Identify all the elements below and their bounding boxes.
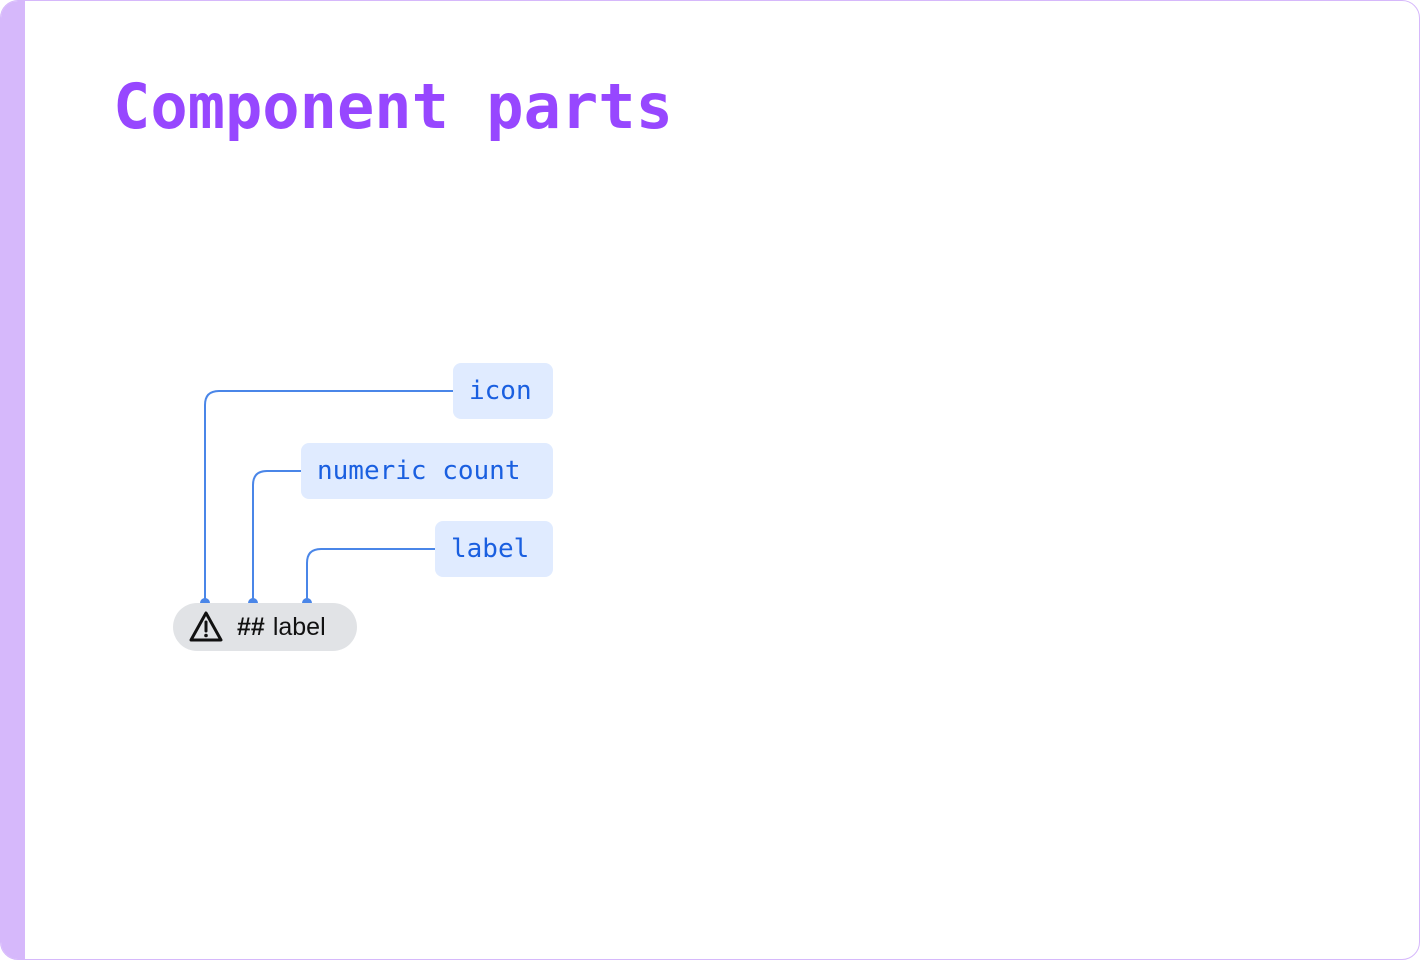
callout-numeric-count: numeric count	[301, 443, 553, 499]
connector-icon	[204, 390, 453, 603]
chip-count: ##	[237, 612, 265, 641]
status-chip: ## label	[173, 603, 357, 651]
callout-icon: icon	[453, 363, 553, 419]
accent-bar	[1, 1, 25, 959]
connector-count	[252, 470, 301, 603]
callout-label: label	[435, 521, 553, 577]
warning-triangle-icon	[189, 611, 223, 642]
chip-label: label	[272, 612, 326, 641]
connector-label	[306, 548, 435, 603]
page-title: Component parts	[113, 70, 673, 143]
